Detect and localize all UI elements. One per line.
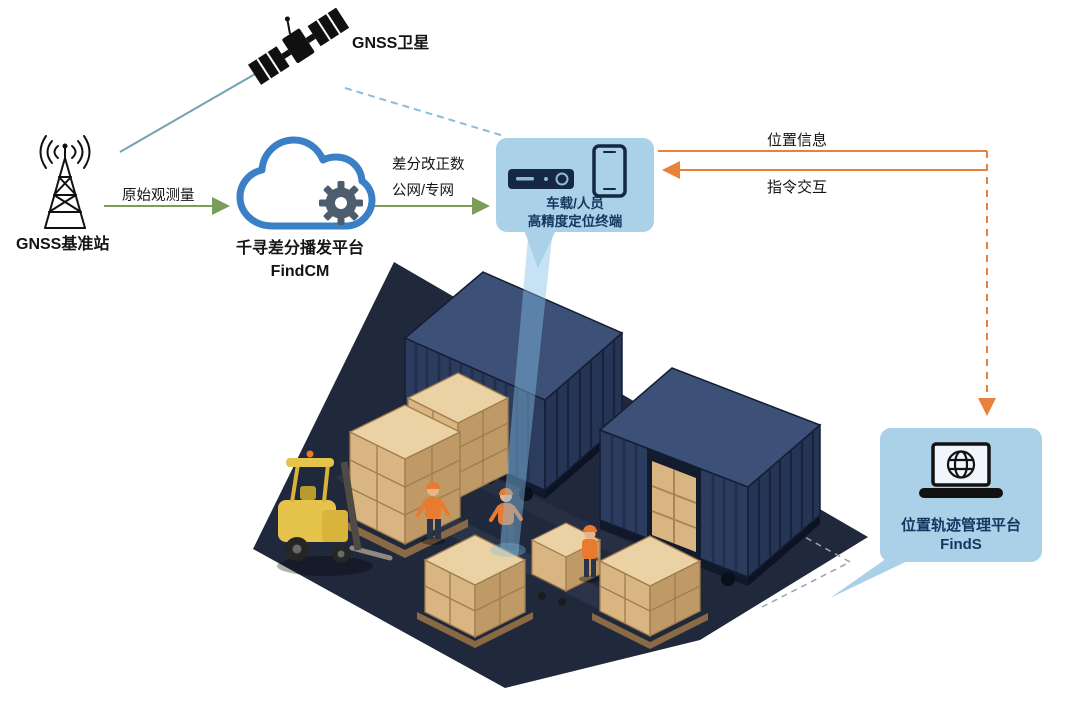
cloud-platform-title: 千寻差分播发平台 — [235, 240, 364, 257]
globe-icon — [946, 450, 976, 479]
platform-box-tail — [830, 556, 918, 598]
cloud-platform-label: 千寻差分播发平台 FindCM — [224, 237, 376, 283]
laptop-globe-icon — [919, 442, 1003, 498]
terminal-node: 车载/人员 高精度定位终端 — [496, 138, 654, 232]
smartphone-icon — [592, 144, 627, 198]
corrections-label: 差分改正数 公网/专网 — [392, 152, 465, 204]
pallet-stack-bottom-center — [417, 534, 533, 648]
vehicle-terminal-icon — [508, 169, 574, 189]
satellite-icon — [248, 7, 350, 85]
raw-observation-label: 原始观测量 — [122, 188, 195, 204]
cloud-icon — [236, 136, 376, 230]
satellite-to-base-line — [119, 69, 263, 153]
radio-tower-icon — [39, 135, 91, 229]
gear-icon — [319, 181, 363, 225]
terminal-box-tail — [524, 230, 556, 268]
corrections-label-line2: 公网/专网 — [392, 183, 455, 200]
base-station-label: GNSS基准站 — [16, 236, 110, 253]
forklift-icon — [277, 450, 393, 576]
command-interaction-label: 指令交互 — [767, 179, 828, 196]
satellite-to-terminal-dashed-line — [344, 87, 505, 137]
location-info-label: 位置信息 — [767, 132, 828, 149]
platform-node: 位置轨迹管理平台 FindS — [880, 428, 1042, 562]
warehouse-illustration — [253, 238, 868, 688]
worker-icon-3 — [579, 525, 601, 583]
corrections-label-line1: 差分改正数 — [392, 157, 465, 173]
terminal-label-line1: 车载/人员 — [546, 196, 604, 211]
pallet-stack-bottom-right — [592, 535, 708, 649]
platform-label-line2: FindS — [940, 536, 982, 553]
satellite-label: GNSS卫星 — [352, 35, 430, 52]
terminal-label-line2: 高精度定位终端 — [527, 214, 623, 229]
terminal-node-icons — [508, 144, 627, 198]
pallet-stack-left-front — [342, 404, 468, 558]
cloud-platform-subtitle: FindCM — [270, 263, 330, 281]
worker-icon-1 — [416, 482, 450, 545]
positioning-beam — [490, 238, 552, 557]
platform-label-line1: 位置轨迹管理平台 — [900, 517, 1021, 534]
platform-node-icons — [919, 442, 1003, 498]
